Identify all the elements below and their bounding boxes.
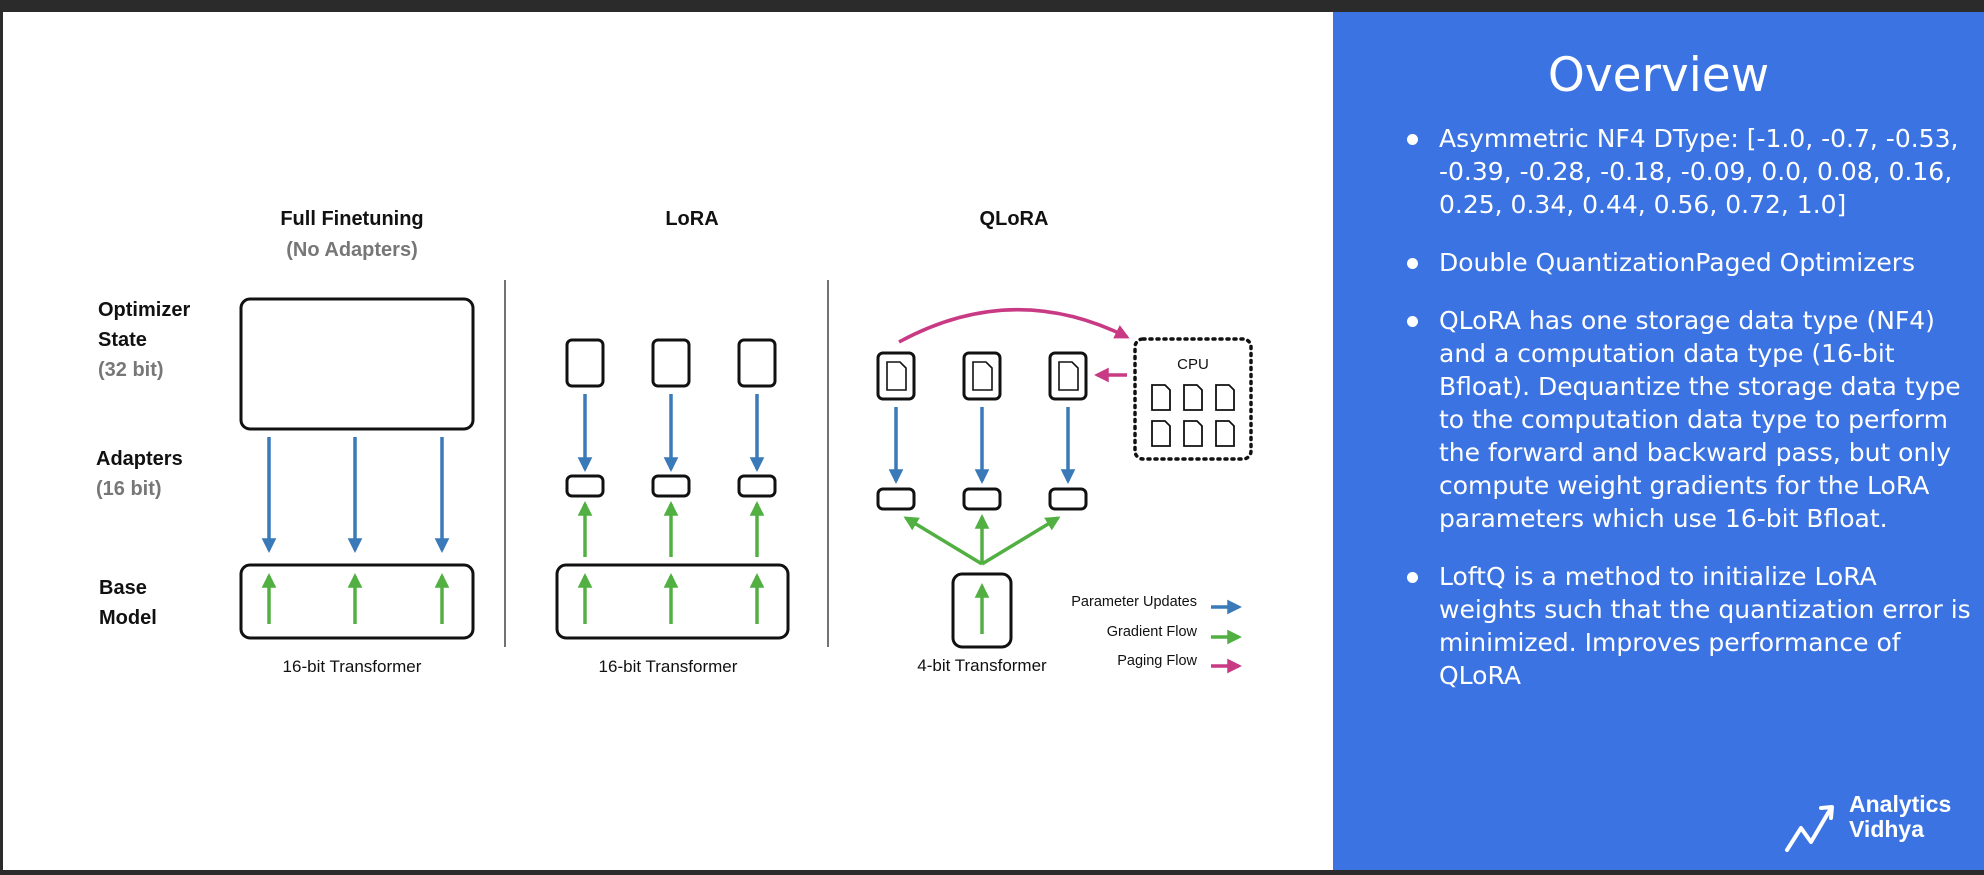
overview-bullet-text: Double QuantizationPaged Optimizers [1439, 248, 1916, 277]
base-model-box [239, 563, 475, 640]
full-finetuning-title: Full Finetuning [280, 208, 423, 230]
overview-title: Overview [1547, 48, 1770, 103]
overview-bullet-text: QLoRA has one storage data type (NF4) an… [1439, 306, 1961, 533]
gradient-flow-arrow [903, 516, 983, 566]
overview-bullet: Asymmetric NF4 DType: [-1.0, -0.7, -0.53… [1371, 122, 1971, 221]
page-icon [1215, 420, 1235, 447]
legend-gradient-flow-label: Gradient Flow [1107, 624, 1198, 640]
lora-title: LoRA [665, 208, 718, 230]
cpu-label: CPU [1177, 356, 1209, 373]
optimizer-state-box [962, 351, 1002, 401]
lora-footer: 16-bit Transformer [599, 657, 738, 676]
page-icon [1183, 384, 1203, 411]
optimizer-state-box [239, 297, 475, 431]
row-label-optimizer-line1: Optimizer [98, 299, 190, 321]
page-icon [1183, 420, 1203, 447]
adapter-box [962, 487, 1002, 511]
adapter-box [651, 474, 691, 498]
adapter-box [1048, 487, 1088, 511]
paging-flow-arrow [898, 308, 1130, 344]
page-icon [1058, 361, 1079, 391]
overview-bullet: QLoRA has one storage data type (NF4) an… [1371, 304, 1971, 535]
overview-bullet-text: Asymmetric NF4 DType: [-1.0, -0.7, -0.53… [1439, 124, 1959, 219]
overview-bullet-list: Asymmetric NF4 DType: [-1.0, -0.7, -0.53… [1371, 122, 1971, 717]
bullet-dot-icon [1407, 258, 1418, 269]
base-model-box [555, 563, 790, 640]
overview-bullet: Double QuantizationPaged Optimizers [1371, 246, 1971, 279]
overview-bullet: LoftQ is a method to initialize LoRA wei… [1371, 560, 1971, 692]
base-model-box [951, 572, 1013, 649]
page-icon [1151, 420, 1171, 447]
row-label-adapters-line2: (16 bit) [96, 478, 162, 500]
optimizer-state-box [651, 338, 691, 388]
adapter-box [737, 474, 777, 498]
logo-text: Analytics Vidhya [1849, 792, 1951, 842]
page-icon [1151, 384, 1171, 411]
overview-panel: Overview Asymmetric NF4 DType: [-1.0, -0… [1333, 12, 1984, 870]
bullet-dot-icon [1407, 134, 1418, 145]
row-label-base-line1: Base [99, 577, 147, 599]
page-icon [886, 361, 907, 391]
page-icon [1215, 384, 1235, 411]
qlora-title: QLoRA [980, 208, 1049, 230]
page-icon [972, 361, 993, 391]
optimizer-state-box [737, 338, 777, 388]
legend: Parameter Updates Gradient Flow Paging F… [1071, 594, 1242, 674]
logo-text-line1: Analytics [1849, 791, 1952, 817]
row-label-optimizer-line2: State [98, 329, 147, 351]
row-label-adapters-line1: Adapters [96, 448, 183, 470]
bullet-dot-icon [1407, 572, 1418, 583]
row-label-base-line2: Model [99, 607, 157, 629]
optimizer-state-box [876, 351, 916, 401]
row-label-optimizer-line3: (32 bit) [98, 359, 164, 381]
bullet-dot-icon [1407, 316, 1418, 327]
legend-paging-flow-label: Paging Flow [1117, 653, 1197, 669]
adapter-box [565, 474, 605, 498]
overview-bullet-text: LoftQ is a method to initialize LoRA wei… [1439, 562, 1971, 690]
analytics-vidhya-logo: Analytics Vidhya [1783, 792, 1983, 852]
full-finetuning-subtitle: (No Adapters) [286, 239, 417, 261]
analytics-vidhya-logo-icon [1785, 805, 1834, 852]
logo-text-line2: Vidhya [1849, 816, 1924, 842]
full-finetuning-footer: 16-bit Transformer [283, 657, 422, 676]
optimizer-state-box [565, 338, 605, 388]
legend-parameter-updates-label: Parameter Updates [1071, 594, 1197, 610]
gradient-flow-arrow [981, 516, 1061, 566]
qlora-diagram: Full Finetuning (No Adapters) LoRA QLoRA… [96, 208, 1253, 676]
diagram-panel: Full Finetuning (No Adapters) LoRA QLoRA… [3, 12, 1333, 870]
adapter-box [876, 487, 916, 511]
cpu-box [1133, 337, 1253, 461]
qlora-footer: 4-bit Transformer [917, 656, 1047, 675]
optimizer-state-box [1048, 351, 1088, 401]
